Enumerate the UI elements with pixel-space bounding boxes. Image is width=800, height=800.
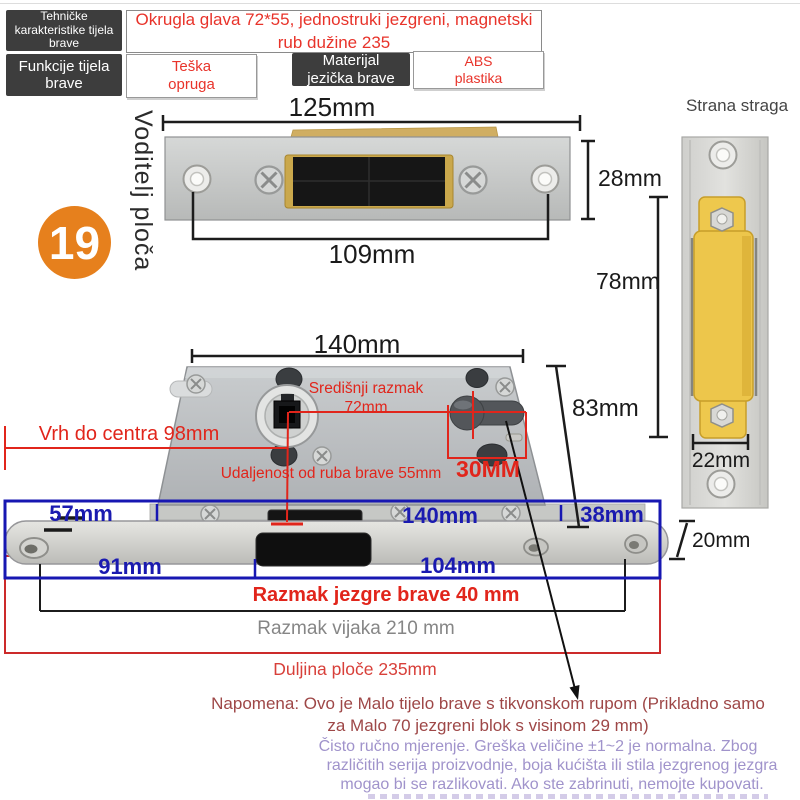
pin (505, 433, 523, 442)
note-sub-line1: Čisto ručno mjerenje. Greška veličine ±1… (318, 738, 758, 755)
note-sub-line3: mogao bi se razlikovati. Ako ste zabrinu… (340, 776, 764, 793)
dim-faceplate-width: 125mm (288, 92, 376, 122)
spec-row1-label-text: Tehničke karakteristike tijela brave (14, 8, 114, 51)
dim-keyhole-size: 30MM (456, 456, 520, 482)
note-main-line2: za Malo 70 jezgreni blok s visinom 29 mm… (327, 716, 649, 735)
dim-38: 38mm (580, 502, 644, 527)
spec-row3-value: ABS plastika (413, 51, 544, 89)
dimension-lines-red (4, 391, 527, 526)
dim-core-distance: Razmak jezgre brave 40 mm (252, 584, 520, 606)
badge-number: 19 (48, 216, 101, 269)
dim-top-to-center: Vrh do centra 98mm (38, 423, 220, 445)
paper-strip (290, 126, 499, 138)
dim-104: 104mm (420, 553, 496, 578)
screw-icon (501, 503, 521, 523)
dim-edge-distance: Udaljenost od ruba brave 55mm (220, 465, 442, 482)
note-sub-line2: različitih serija proizvodnje, boja kući… (326, 757, 778, 774)
dim-plate-length: Duljina ploče 235mm (273, 659, 437, 679)
spec-row2-value: Teška opruga (126, 54, 257, 98)
spec-row1-value: Okrugla glava 72*55, jednostruki jezgren… (126, 10, 542, 53)
screw-icon (495, 377, 515, 397)
spec-row2-label: Funkcije tijela brave (6, 54, 122, 96)
dim-57: 57mm (49, 501, 113, 526)
spec-row2-value-text: Teška opruga (168, 58, 215, 93)
lock-body (157, 366, 546, 506)
spec-row1-value-text: Okrugla glava 72*55, jednostruki jezgren… (135, 10, 533, 52)
spec-row3-value-text: ABS plastika (454, 53, 503, 86)
strike-plate (681, 136, 769, 509)
faceplate-edge-front (4, 516, 669, 567)
faceplate-hole (530, 164, 560, 194)
magnet-window (255, 532, 372, 567)
faceplate-front-view (164, 126, 571, 221)
screw-icon (458, 165, 488, 195)
dim-strike-width: 22mm (691, 449, 751, 472)
back-side-label: Strana straga (685, 96, 789, 115)
index-badge: 19 (38, 206, 111, 279)
blue-frame (3, 499, 662, 580)
dim-body-height: 83mm (572, 395, 639, 422)
faceplate-hole (182, 164, 212, 194)
note-arrow (505, 420, 580, 700)
dim-faceplate-holes: 109mm (328, 239, 416, 269)
dim-strike-height: 78mm (596, 268, 660, 294)
top-divider (0, 3, 800, 4)
keyhole-icon (449, 395, 525, 431)
guide-plate-label: Voditelj ploča (129, 110, 157, 272)
magnet-block (693, 196, 754, 439)
note-main-line1: Napomena: Ovo je Malo tijelo brave s tik… (211, 694, 765, 713)
spec-row3-label: Materijal jezička brave (292, 52, 410, 87)
screw-icon (254, 165, 284, 195)
dim-plate-thickness: 20mm (692, 529, 751, 552)
dim-faceplate-height: 28mm (598, 165, 662, 191)
note-clipped-line (368, 794, 768, 799)
strike-hole (706, 469, 736, 499)
spec-row1-label: Tehničke karakteristike tijela brave (6, 8, 122, 51)
screw-icon (312, 446, 332, 466)
dim-140-plate: 140mm (402, 503, 478, 528)
dim-center-distance: Središnji razmak 72mm (308, 380, 424, 417)
strike-hole (708, 140, 738, 170)
spec-row3-label-text: Materijal jezička brave (307, 52, 395, 87)
dim-91: 91mm (98, 554, 162, 579)
dim-screw-distance: Razmak vijaka 210 mm (257, 618, 455, 639)
spec-row2-label-text: Funkcije tijela brave (18, 57, 110, 92)
dim-body-width: 140mm (313, 329, 401, 359)
screw-icon (186, 374, 206, 394)
magnet-window-front (284, 154, 454, 209)
